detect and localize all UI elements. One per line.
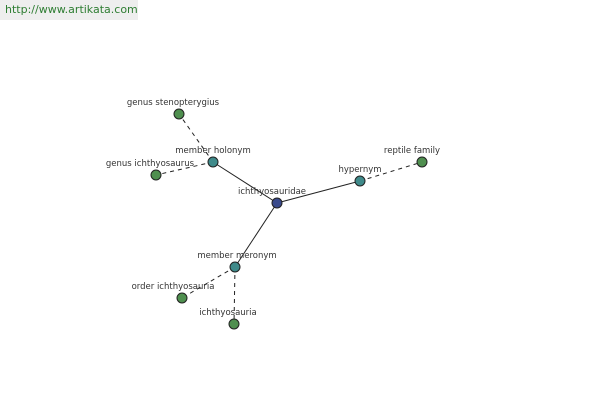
node-genus-stenopterygius[interactable] bbox=[173, 108, 185, 120]
label-ichthyosauria[interactable]: ichthyosauria bbox=[199, 308, 256, 318]
watermark-url[interactable]: http://www.artikata.com bbox=[5, 3, 138, 16]
node-member-meronym[interactable] bbox=[229, 261, 241, 273]
edge-hypernym-to-reptile-family bbox=[359, 161, 423, 182]
nodes-layer bbox=[150, 108, 428, 330]
edge-member-meronym-to-order-ichthyosauria bbox=[181, 266, 236, 299]
node-member-holonym[interactable] bbox=[207, 156, 219, 168]
node-genus-ichthyosaurus[interactable] bbox=[150, 169, 162, 181]
node-order-ichthyosauria[interactable] bbox=[176, 292, 188, 304]
node-reptile-family[interactable] bbox=[416, 156, 428, 168]
edge-member-meronym-to-ichthyosauria bbox=[233, 266, 236, 325]
label-order-ichthyosauria[interactable]: order ichthyosauria bbox=[132, 282, 215, 292]
node-hypernym[interactable] bbox=[354, 175, 366, 187]
label-member-holonym[interactable]: member holonym bbox=[175, 146, 250, 156]
label-genus-stenopterygius[interactable]: genus stenopterygius bbox=[127, 98, 220, 108]
label-hypernym[interactable]: hypernym bbox=[338, 165, 381, 175]
label-genus-ichthyosaurus[interactable]: genus ichthyosaurus bbox=[106, 159, 195, 169]
edge-member-holonym-to-genus-stenopterygius bbox=[178, 113, 214, 163]
label-reptile-family[interactable]: reptile family bbox=[384, 146, 440, 156]
node-ichthyosauria[interactable] bbox=[228, 318, 240, 330]
label-member-meronym[interactable]: member meronym bbox=[197, 251, 276, 261]
edge-center-to-hypernym bbox=[276, 180, 361, 204]
label-center[interactable]: ichthyosauridae bbox=[238, 187, 306, 197]
edge-member-holonym-to-genus-ichthyosaurus bbox=[155, 161, 214, 176]
edge-center-to-member-holonym bbox=[212, 161, 278, 204]
node-center[interactable] bbox=[271, 197, 283, 209]
edges-layer bbox=[155, 113, 423, 325]
labels-layer: ichthyosauridae member holonym hypernym mem… bbox=[106, 98, 440, 318]
edge-center-to-member-meronym bbox=[234, 202, 278, 268]
watermark-bar: http://www.artikata.com bbox=[0, 0, 138, 20]
